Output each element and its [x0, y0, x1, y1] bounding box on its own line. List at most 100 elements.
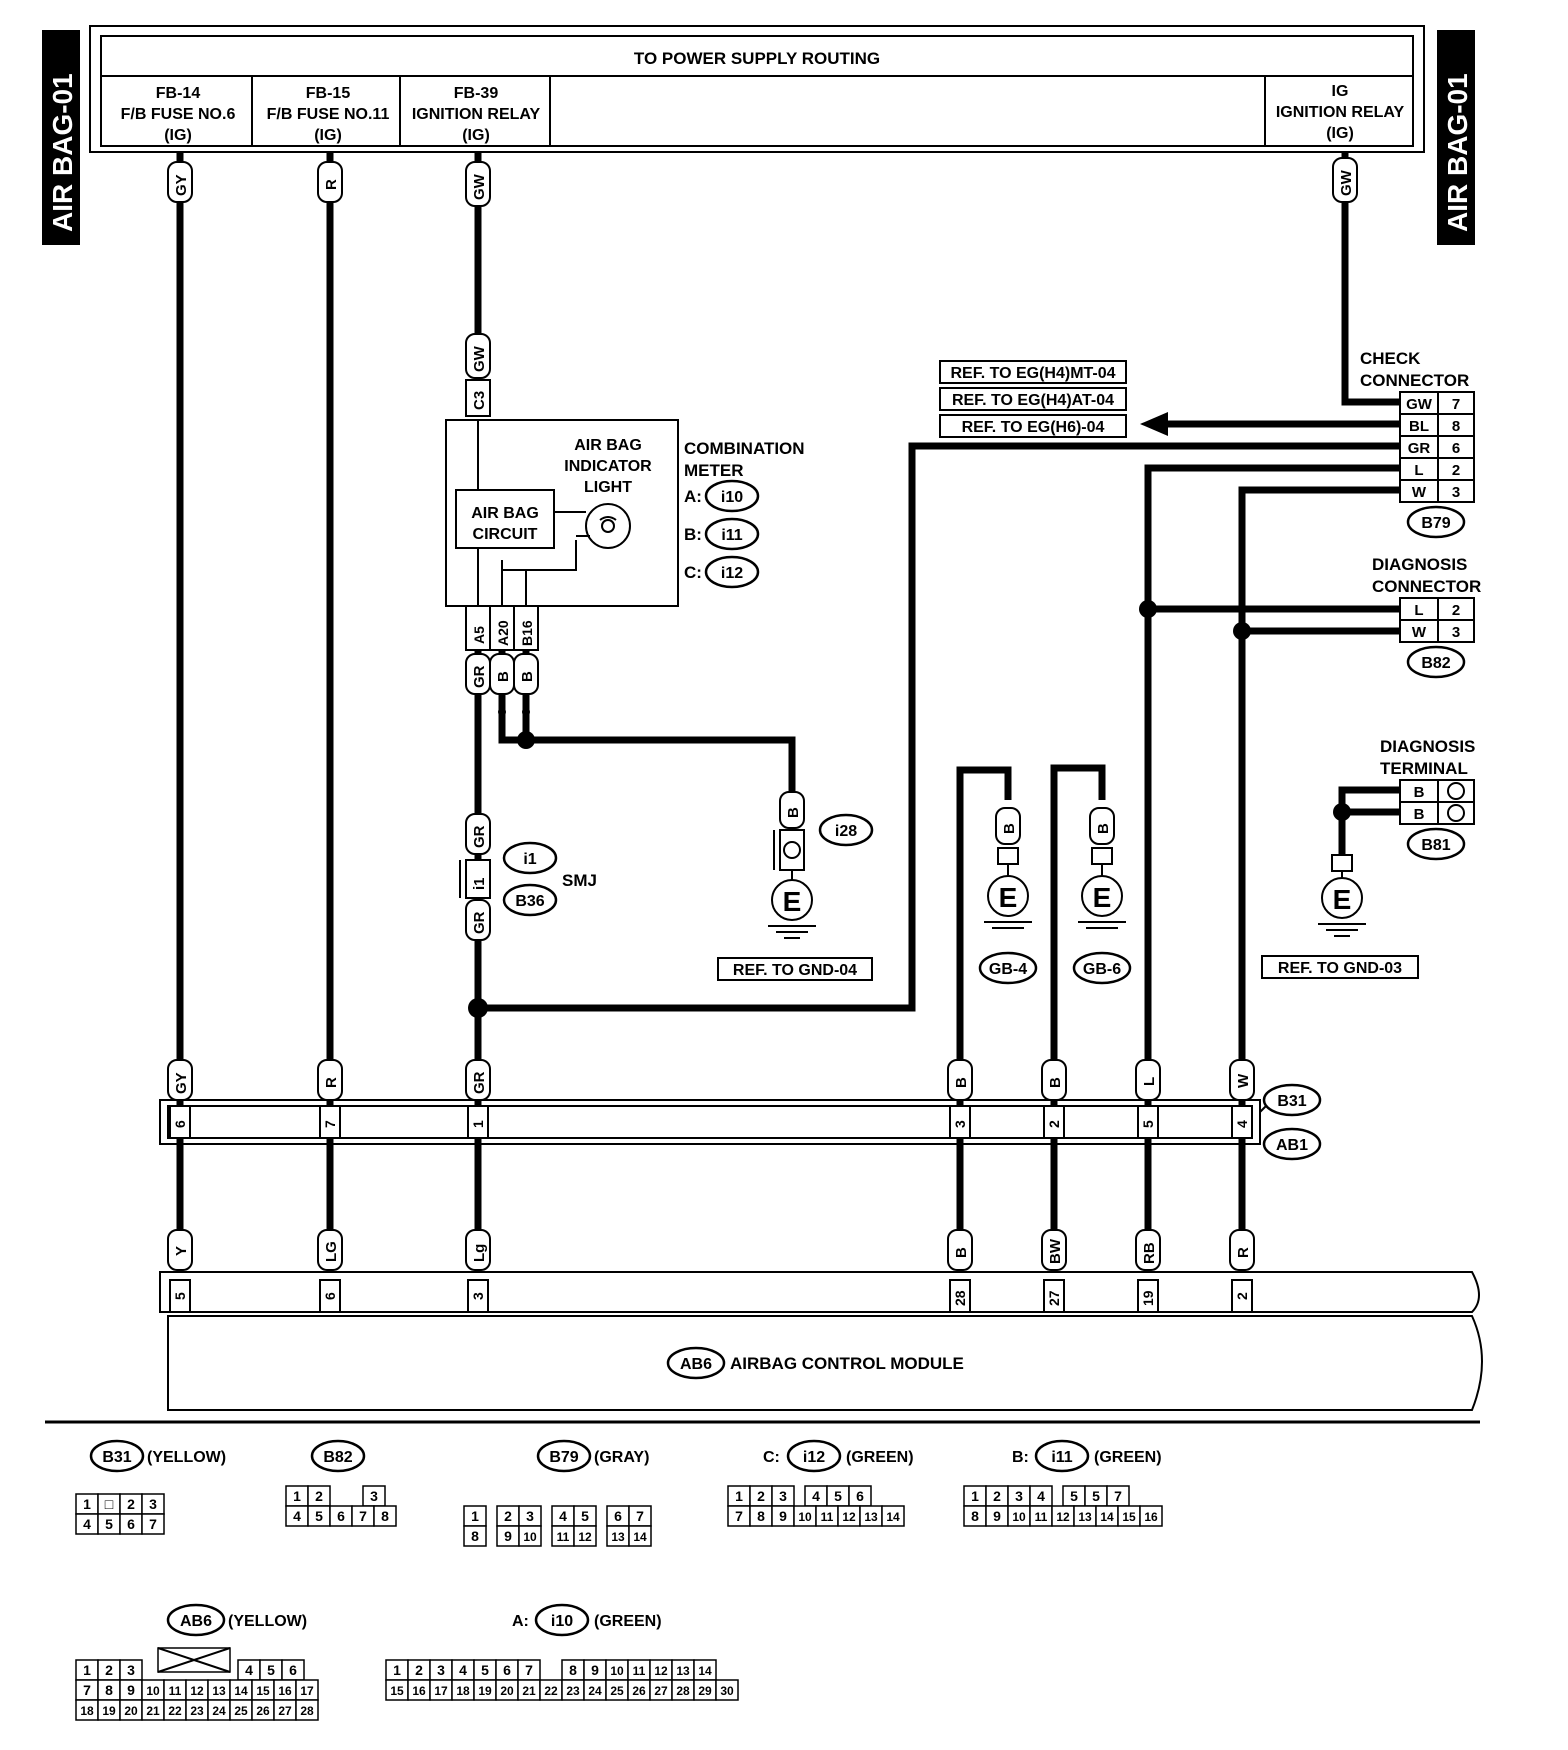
wire-label-lg2-ab6: Lg: [465, 1229, 491, 1271]
svg-text:5: 5: [172, 1292, 188, 1300]
legend-pin-label: 2: [127, 1496, 135, 1512]
legend-pin-label: 28: [300, 1704, 314, 1718]
legend-pin-label: 4: [559, 1508, 567, 1524]
smj-joint-connector: i1 i1 B36 SMJ: [459, 841, 597, 917]
svg-text:FB-14: FB-14: [156, 85, 201, 102]
svg-text:F/B FUSE NO.11: F/B FUSE NO.11: [267, 106, 390, 123]
legend-pin-label: 7: [1114, 1488, 1122, 1504]
diagnosis-connector: DIAGNOSIS CONNECTOR L 2 W 3 B82: [1372, 555, 1481, 679]
svg-text:GB-4: GB-4: [989, 961, 1027, 978]
svg-text:COMBINATION: COMBINATION: [684, 439, 805, 458]
svg-text:CONNECTOR: CONNECTOR: [1372, 577, 1481, 596]
svg-text:B81: B81: [1421, 837, 1450, 854]
legend-pin-label: 12: [578, 1530, 592, 1544]
svg-text:27: 27: [1046, 1290, 1062, 1306]
svg-text:R: R: [1235, 1247, 1252, 1258]
legend-pin-label: 5: [267, 1662, 275, 1678]
svg-text:GW: GW: [1338, 169, 1355, 196]
svg-text:C:: C:: [684, 563, 702, 582]
legend-pin-label: 11: [169, 1684, 182, 1698]
legend-pin-label: 27: [654, 1684, 668, 1698]
legend-pin-label: 14: [886, 1510, 900, 1524]
svg-text:B16: B16: [519, 620, 535, 646]
wire-label-gy-b31: GY: [167, 1059, 193, 1101]
svg-text:GR: GR: [471, 825, 488, 848]
legend-pin-label: 3: [127, 1662, 135, 1678]
legend-pin-label: 19: [102, 1704, 116, 1718]
legend-pin-label: 13: [611, 1530, 625, 1544]
wire-label-gr-smj-top: GR: [465, 813, 491, 855]
legend-pin-label: 9: [591, 1662, 599, 1678]
legend-pin-label: 5: [315, 1508, 323, 1524]
svg-text:5: 5: [1140, 1120, 1156, 1128]
svg-text:L: L: [1414, 462, 1423, 479]
legend-pin-label: 13: [864, 1510, 878, 1524]
svg-text:AB1: AB1: [1276, 1137, 1308, 1154]
svg-text:i11: i11: [1051, 1449, 1072, 1466]
svg-text:DIAGNOSIS: DIAGNOSIS: [1372, 555, 1467, 574]
svg-text:4: 4: [1234, 1120, 1250, 1128]
legend-pin-label: 11: [557, 1530, 570, 1544]
legend-pin-label: 17: [434, 1684, 448, 1698]
legend-i10: A: i10 (GREEN): [512, 1603, 662, 1637]
legend-pin-label: 4: [293, 1508, 301, 1524]
legend-pin-label: 25: [610, 1684, 624, 1698]
legend-pin-label: 12: [190, 1684, 204, 1698]
svg-text:F/B FUSE NO.6: F/B FUSE NO.6: [121, 106, 236, 123]
legend-pin-label: 15: [256, 1684, 270, 1698]
svg-text:CONNECTOR: CONNECTOR: [1360, 371, 1469, 390]
svg-text:GW: GW: [1406, 396, 1433, 413]
fuse-fb15: FB-15 F/B FUSE NO.11 (IG): [267, 85, 390, 144]
svg-text:B: B: [1001, 823, 1018, 834]
legend-pin-label: 12: [1056, 1510, 1070, 1524]
svg-text:i1: i1: [471, 877, 488, 890]
legend-pin-label: 3: [437, 1662, 445, 1678]
svg-text:(GREEN): (GREEN): [846, 1449, 914, 1466]
svg-text:R: R: [323, 179, 340, 190]
legend-pin-label: 5: [105, 1516, 113, 1532]
svg-text:(IG): (IG): [164, 127, 192, 144]
svg-text:6: 6: [1452, 440, 1460, 457]
svg-text:REF. TO EG(H6)-04: REF. TO EG(H6)-04: [962, 419, 1105, 436]
svg-text:B:: B:: [1012, 1449, 1029, 1466]
legend-pin-label: 3: [149, 1496, 157, 1512]
svg-text:Lg: Lg: [471, 1244, 488, 1262]
svg-text:B36: B36: [515, 893, 544, 910]
svg-text:19: 19: [1140, 1290, 1156, 1306]
wire-label-gr-b31: GR: [465, 1059, 491, 1101]
legend-pin-label: 25: [234, 1704, 248, 1718]
svg-text:GW: GW: [471, 173, 488, 200]
svg-text:B: B: [495, 671, 512, 682]
svg-text:GR: GR: [471, 665, 488, 688]
legend-pin-label: 1: [83, 1662, 91, 1678]
svg-text:Y: Y: [173, 1246, 190, 1256]
legend-pin-label: 4: [245, 1662, 253, 1678]
legend-pin-label: 11: [1035, 1510, 1048, 1524]
svg-text:LG: LG: [323, 1241, 340, 1262]
harness-b31-ab1: 6 7 1 3 2 5 4 B31 AB1: [159, 1083, 1322, 1161]
svg-text:LIGHT: LIGHT: [584, 479, 632, 496]
legend-pin-label: 14: [633, 1530, 647, 1544]
legend-ab6: AB6 (YELLOW): [166, 1603, 307, 1637]
svg-text:8: 8: [1452, 418, 1460, 435]
legend-pin-label: 6: [337, 1508, 345, 1524]
legend-pin-label: 7: [83, 1682, 91, 1698]
svg-text:(GRAY): (GRAY): [594, 1449, 649, 1466]
svg-text:E: E: [1093, 882, 1112, 913]
svg-text:REF. TO GND-03: REF. TO GND-03: [1278, 960, 1402, 977]
wire-label-gw-meter: GW: [465, 333, 491, 379]
svg-text:R: R: [323, 1077, 340, 1088]
svg-text:28: 28: [952, 1290, 968, 1306]
wire-label-lg-ab6: LG: [317, 1229, 343, 1271]
legend-pin-label: 2: [757, 1488, 765, 1504]
legend-pin-label: 22: [168, 1704, 182, 1718]
svg-text:L: L: [1414, 602, 1423, 619]
legend-pin-label: 4: [459, 1662, 467, 1678]
svg-text:CIRCUIT: CIRCUIT: [473, 526, 538, 543]
wire-labels: GY R GW GW GW GR B B B GR GR B B GY R GR…: [167, 157, 1358, 1271]
legend-pin-label: 6: [289, 1662, 297, 1678]
svg-text:B: B: [953, 1077, 970, 1088]
